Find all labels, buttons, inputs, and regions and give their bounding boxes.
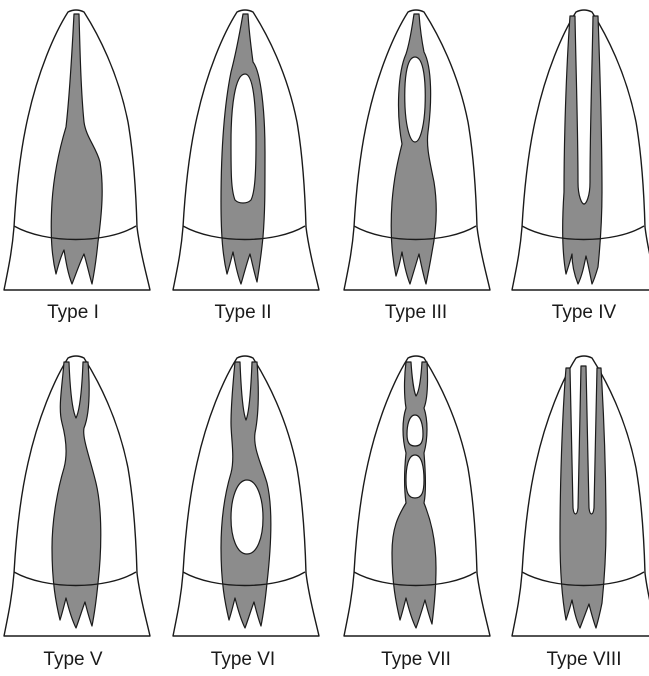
tooth-type-ii bbox=[173, 10, 319, 290]
tooth-type-vii bbox=[344, 356, 490, 636]
tooth-type-vi bbox=[173, 356, 319, 636]
tooth-type-i bbox=[4, 10, 150, 290]
label-type-vi: Type VI bbox=[211, 649, 275, 670]
label-type-iii: Type III bbox=[385, 302, 447, 323]
tooth-type-v bbox=[4, 356, 150, 636]
label-type-vii: Type VII bbox=[381, 649, 451, 670]
label-type-i: Type I bbox=[47, 302, 99, 323]
tooth-type-viii bbox=[512, 356, 649, 636]
label-type-iv: Type IV bbox=[552, 302, 617, 323]
label-type-v: Type V bbox=[43, 649, 102, 670]
tooth-type-iii bbox=[344, 10, 490, 290]
label-type-ii: Type II bbox=[214, 302, 271, 323]
tooth-type-iv bbox=[512, 10, 649, 290]
label-type-viii: Type VIII bbox=[547, 649, 622, 670]
